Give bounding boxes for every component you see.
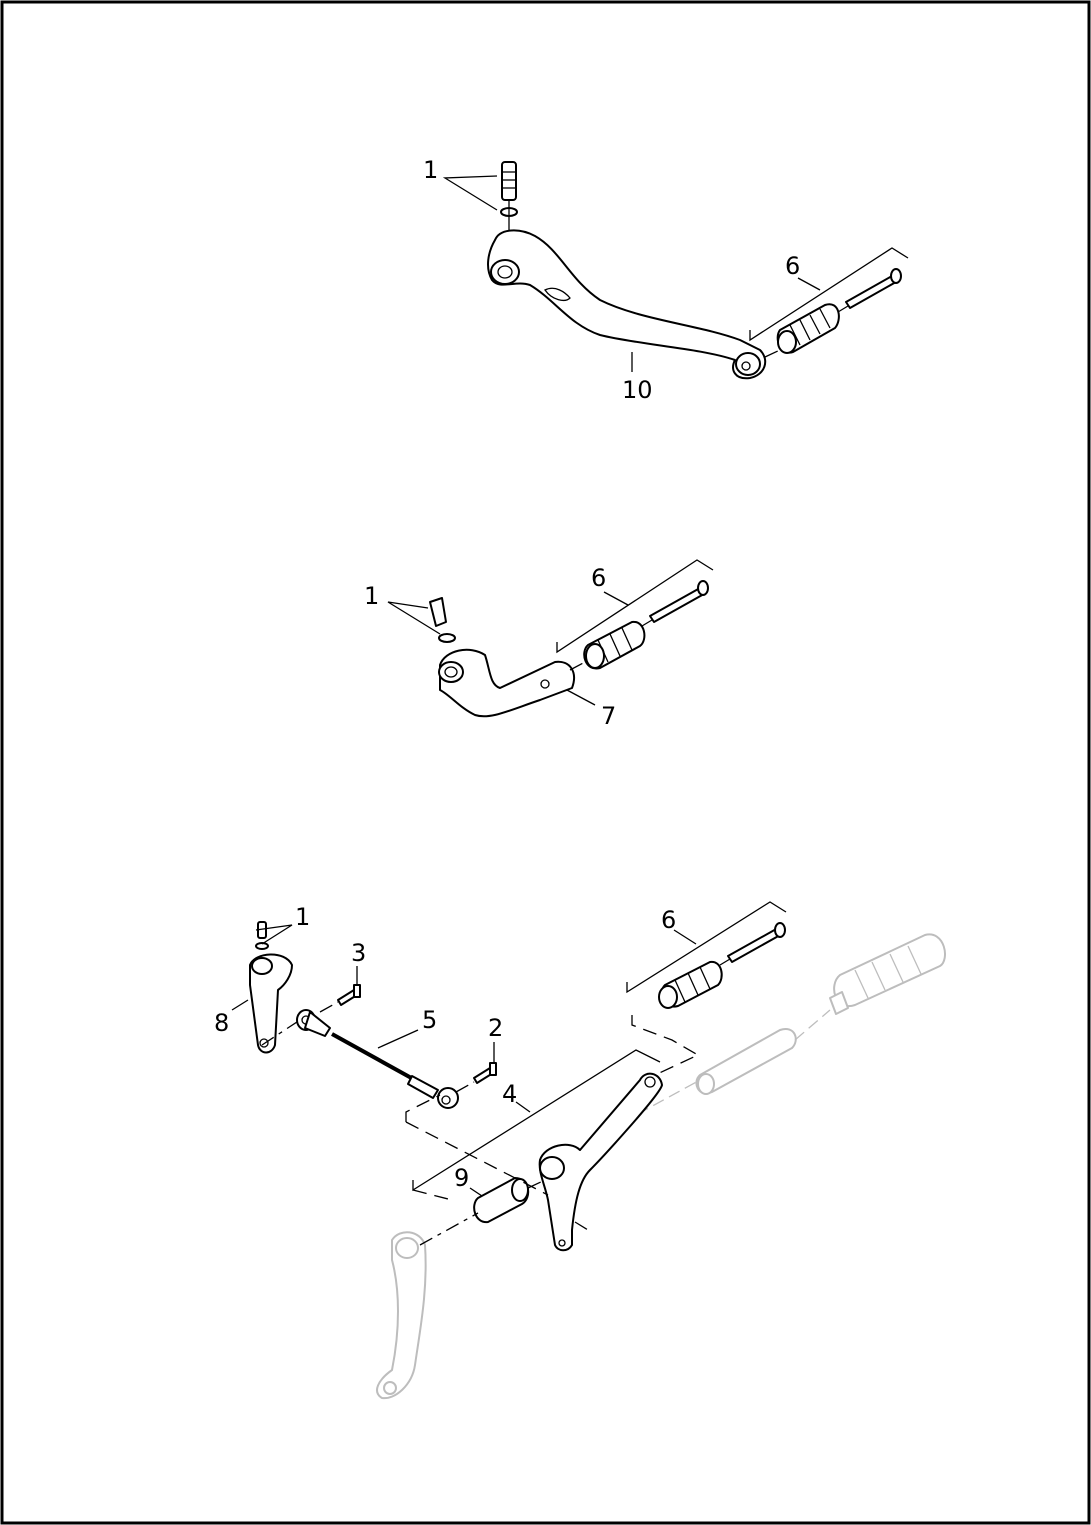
bolt-part (500, 161, 518, 230)
shift-lever-10-part (487, 229, 767, 380)
callout-1-top: 1 (423, 156, 438, 184)
callout-8-bottom: 8 (214, 1009, 229, 1037)
ghost-lever-part (376, 1231, 427, 1400)
callout-5-bottom: 5 (422, 1006, 437, 1034)
lever-8-part (249, 953, 293, 1054)
ghost-footpeg-part (833, 933, 946, 1008)
callout-7-middle: 7 (601, 702, 616, 730)
callout-6-bottom: 6 (661, 906, 676, 934)
footpeg-6-bottom-part (658, 922, 786, 1009)
callout-1-bottom: 1 (295, 903, 310, 931)
shift-rod-5-part (296, 1009, 459, 1109)
callout-6-top: 6 (785, 252, 800, 280)
callout-9-bottom: 9 (454, 1164, 469, 1192)
footpeg-6-part (776, 268, 902, 354)
callout-2-bottom: 2 (488, 1014, 503, 1042)
callout-4-bottom: 4 (502, 1080, 517, 1108)
shift-lever-7-part (439, 648, 575, 718)
lever-assembly-4-part (538, 1072, 663, 1252)
callout-6-middle: 6 (591, 564, 606, 592)
callout-10-top: 10 (622, 376, 653, 404)
bottom-assembly: 1 3 8 5 2 4 9 6 (214, 901, 946, 1400)
middle-assembly: 1 6 7 (364, 559, 714, 730)
callout-3-bottom: 3 (351, 939, 366, 967)
footpeg-6-middle-part (583, 580, 709, 670)
top-assembly: 1 6 10 (423, 156, 909, 404)
callout-1-middle: 1 (364, 582, 379, 610)
